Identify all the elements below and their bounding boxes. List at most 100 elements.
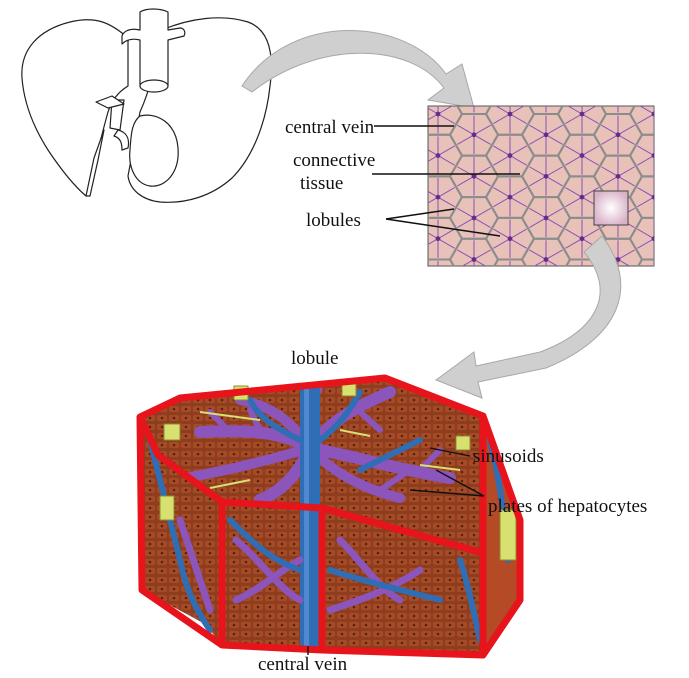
sinusoid-line xyxy=(510,280,527,290)
sinusoid-line xyxy=(601,375,618,385)
sinusoid-line xyxy=(673,135,689,145)
sinusoid-line xyxy=(438,354,455,364)
sinusoid-line xyxy=(565,72,582,82)
central-vein-dot xyxy=(580,153,585,158)
sinusoid-line xyxy=(421,312,438,322)
sinusoid-line xyxy=(474,333,491,343)
central-vein-dot xyxy=(508,112,513,117)
sinusoid-line xyxy=(654,229,671,239)
central-vein-dot xyxy=(400,91,405,96)
central-vein-dot xyxy=(652,278,657,283)
sinusoid-line xyxy=(438,312,455,322)
sinusoid-line xyxy=(601,84,618,94)
sinusoid-line xyxy=(618,93,635,103)
central-vein-dot xyxy=(580,112,585,117)
sinusoid-line xyxy=(673,291,689,301)
central-vein-dot xyxy=(652,112,657,117)
sinusoid-line xyxy=(673,250,689,260)
central-vein-dot xyxy=(616,132,621,137)
sinusoid-line xyxy=(438,271,455,281)
central-vein-dot xyxy=(436,319,441,324)
lobule-hexagon xyxy=(378,197,426,239)
sinusoid-line xyxy=(421,280,438,290)
central-vein-dot xyxy=(652,319,657,324)
label-lobules: lobules xyxy=(306,210,361,231)
sinusoid-line xyxy=(654,188,671,198)
sinusoid-line xyxy=(673,218,689,228)
sinusoid-line xyxy=(385,84,402,94)
lobule-hexagon xyxy=(666,363,689,405)
sinusoid-line xyxy=(673,84,689,94)
sinusoid-line xyxy=(618,384,635,394)
central-vein-dot xyxy=(436,153,441,158)
central-vein-dot xyxy=(580,361,585,366)
lobule-hexagon xyxy=(594,363,642,405)
sinusoid-line xyxy=(402,93,419,103)
central-vein-dot xyxy=(616,382,621,387)
sinusoid-line xyxy=(654,197,671,207)
sinusoid-line xyxy=(637,271,654,281)
lobule-hexagon xyxy=(666,197,689,239)
lobule-hexagon xyxy=(450,280,498,322)
sinusoid-line xyxy=(654,104,671,114)
sinusoid-line xyxy=(582,363,599,373)
sinusoid-line xyxy=(654,146,671,156)
central-vein-dot xyxy=(544,299,549,304)
sinusoid-line xyxy=(402,291,419,301)
sinusoid-line xyxy=(510,322,527,332)
sinusoid-line xyxy=(385,291,402,301)
lobule-hexagon xyxy=(666,322,689,364)
central-vein-dot xyxy=(544,174,549,179)
label-lobule: lobule xyxy=(291,348,339,369)
sinusoid-line xyxy=(493,322,510,332)
sinusoid-line xyxy=(529,375,546,385)
central-vein-dot xyxy=(580,195,585,200)
lobule-hexagon xyxy=(378,114,426,156)
sinusoid-line xyxy=(402,176,419,186)
central-vein-dot xyxy=(400,299,405,304)
sinusoid-line xyxy=(385,250,402,260)
sinusoid-line xyxy=(673,375,689,385)
central-vein-dot xyxy=(580,236,585,241)
sinusoid-line xyxy=(385,301,402,311)
sinusoid-line xyxy=(601,384,618,394)
lobule-hexagon xyxy=(522,280,570,322)
sinusoid-line xyxy=(474,343,491,353)
sinusoid-line xyxy=(565,312,582,322)
sinusoid-line xyxy=(438,280,455,290)
sinusoid-line xyxy=(601,343,618,353)
sinusoid-line xyxy=(654,114,671,124)
central-vein-dot xyxy=(508,153,513,158)
sinusoid-line xyxy=(637,72,654,82)
sinusoid-line xyxy=(654,363,671,373)
sinusoid-line xyxy=(474,93,491,103)
sinusoid-line xyxy=(421,363,438,373)
sinusoid-line xyxy=(637,63,654,73)
central-vein-dot xyxy=(544,91,549,96)
central-vein-dot xyxy=(652,195,657,200)
sinusoid-line xyxy=(673,208,689,218)
sinusoid-line xyxy=(493,63,510,73)
sinusoid-line xyxy=(510,72,527,82)
sinusoid-line xyxy=(637,354,654,364)
central-vein-dot xyxy=(400,257,405,262)
sinusoid-line xyxy=(493,72,510,82)
sinusoid-line xyxy=(654,280,671,290)
lobule-hexagon xyxy=(486,301,534,343)
sinusoid-line xyxy=(654,354,671,364)
label-sinusoids: sinusoids xyxy=(473,446,544,467)
sinusoid-line xyxy=(402,333,419,343)
sinusoid-line xyxy=(493,280,510,290)
sinusoid-line xyxy=(385,343,402,353)
sinusoid-line xyxy=(457,301,474,311)
sinusoid-line xyxy=(493,271,510,281)
central-vein-dot xyxy=(508,278,513,283)
sinusoid-line xyxy=(546,291,563,301)
liver-drawing-icon xyxy=(22,9,272,202)
sinusoid-line xyxy=(565,280,582,290)
sinusoid-line xyxy=(673,343,689,353)
label-plates-of-hepatocytes: plates of hepatocytes xyxy=(488,496,647,517)
sinusoid-line xyxy=(457,333,474,343)
central-vein-dot xyxy=(580,278,585,283)
